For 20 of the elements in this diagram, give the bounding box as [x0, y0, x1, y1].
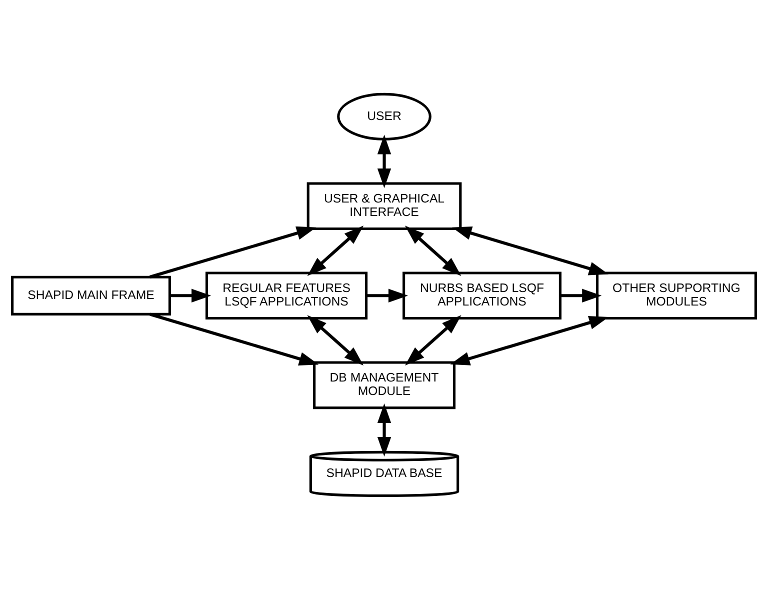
arrow — [452, 226, 609, 275]
arrow — [149, 226, 316, 278]
arrow — [307, 314, 364, 366]
arrow — [450, 315, 609, 365]
arrow — [377, 134, 392, 188]
node-box: DB MANAGEMENT MODULE — [313, 360, 456, 409]
node-box: REGULAR FEATURES LSQF APPLICATIONS — [205, 271, 368, 320]
node-ellipse: USER — [337, 92, 432, 140]
arrow — [307, 225, 364, 276]
node-box: SHAPID MAIN FRAME — [11, 275, 171, 315]
node-box: NURBS BASED LSQF APPLICATIONS — [402, 271, 562, 320]
node-box: OTHER SUPPORTING MODULES — [596, 271, 757, 320]
node-box: USER & GRAPHICAL INTERFACE — [306, 182, 462, 230]
arrow — [150, 312, 319, 366]
arrow — [405, 314, 462, 366]
arrow — [170, 288, 212, 302]
arrow — [560, 288, 602, 302]
arrow — [404, 225, 462, 276]
arrow — [366, 288, 408, 302]
arrow — [377, 402, 392, 456]
